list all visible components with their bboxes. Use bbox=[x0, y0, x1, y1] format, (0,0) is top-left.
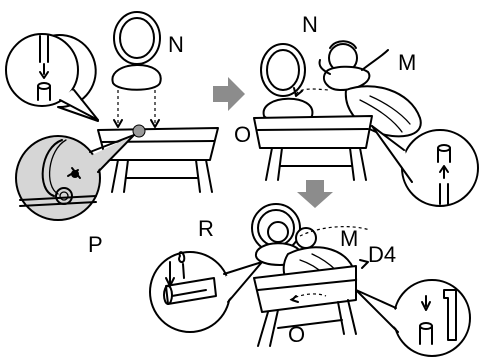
d4-marker bbox=[359, 259, 369, 269]
label-m-bottom: M bbox=[340, 226, 358, 251]
label-n-right: N bbox=[302, 12, 318, 37]
zoom-bubble-peg-right bbox=[371, 125, 479, 207]
figure-n-right-halo bbox=[266, 49, 300, 91]
step-1-group: N P bbox=[5, 11, 219, 257]
step-arrow-down bbox=[297, 180, 333, 208]
dashed-path-right bbox=[295, 88, 331, 95]
zoom-bubble-l-hook bbox=[355, 279, 471, 357]
zoom-bubble-hook bbox=[15, 134, 135, 221]
label-m-right: M bbox=[398, 50, 416, 75]
label-d4: D4 bbox=[368, 242, 396, 267]
step-2-group: N M O bbox=[234, 12, 479, 207]
figure-n-top bbox=[111, 11, 162, 128]
label-n-top: N bbox=[168, 32, 184, 57]
manger-bottom bbox=[253, 265, 357, 347]
label-r: R bbox=[198, 216, 214, 241]
manger-top-left bbox=[97, 124, 219, 193]
step-arrow-right bbox=[213, 77, 245, 111]
zoom-bubble-peg-top bbox=[5, 33, 99, 122]
step-3-group: R M D4 O bbox=[149, 203, 471, 357]
zoom-bubble-pin bbox=[149, 251, 263, 333]
figure-r-bottom bbox=[251, 203, 303, 266]
label-o-bottom: O bbox=[288, 322, 305, 347]
label-p: P bbox=[88, 232, 103, 257]
label-o-right: O bbox=[234, 122, 251, 147]
manger-top-right bbox=[253, 115, 373, 181]
arrow-head-right bbox=[293, 87, 303, 97]
dashed-path-bottom bbox=[299, 226, 371, 237]
